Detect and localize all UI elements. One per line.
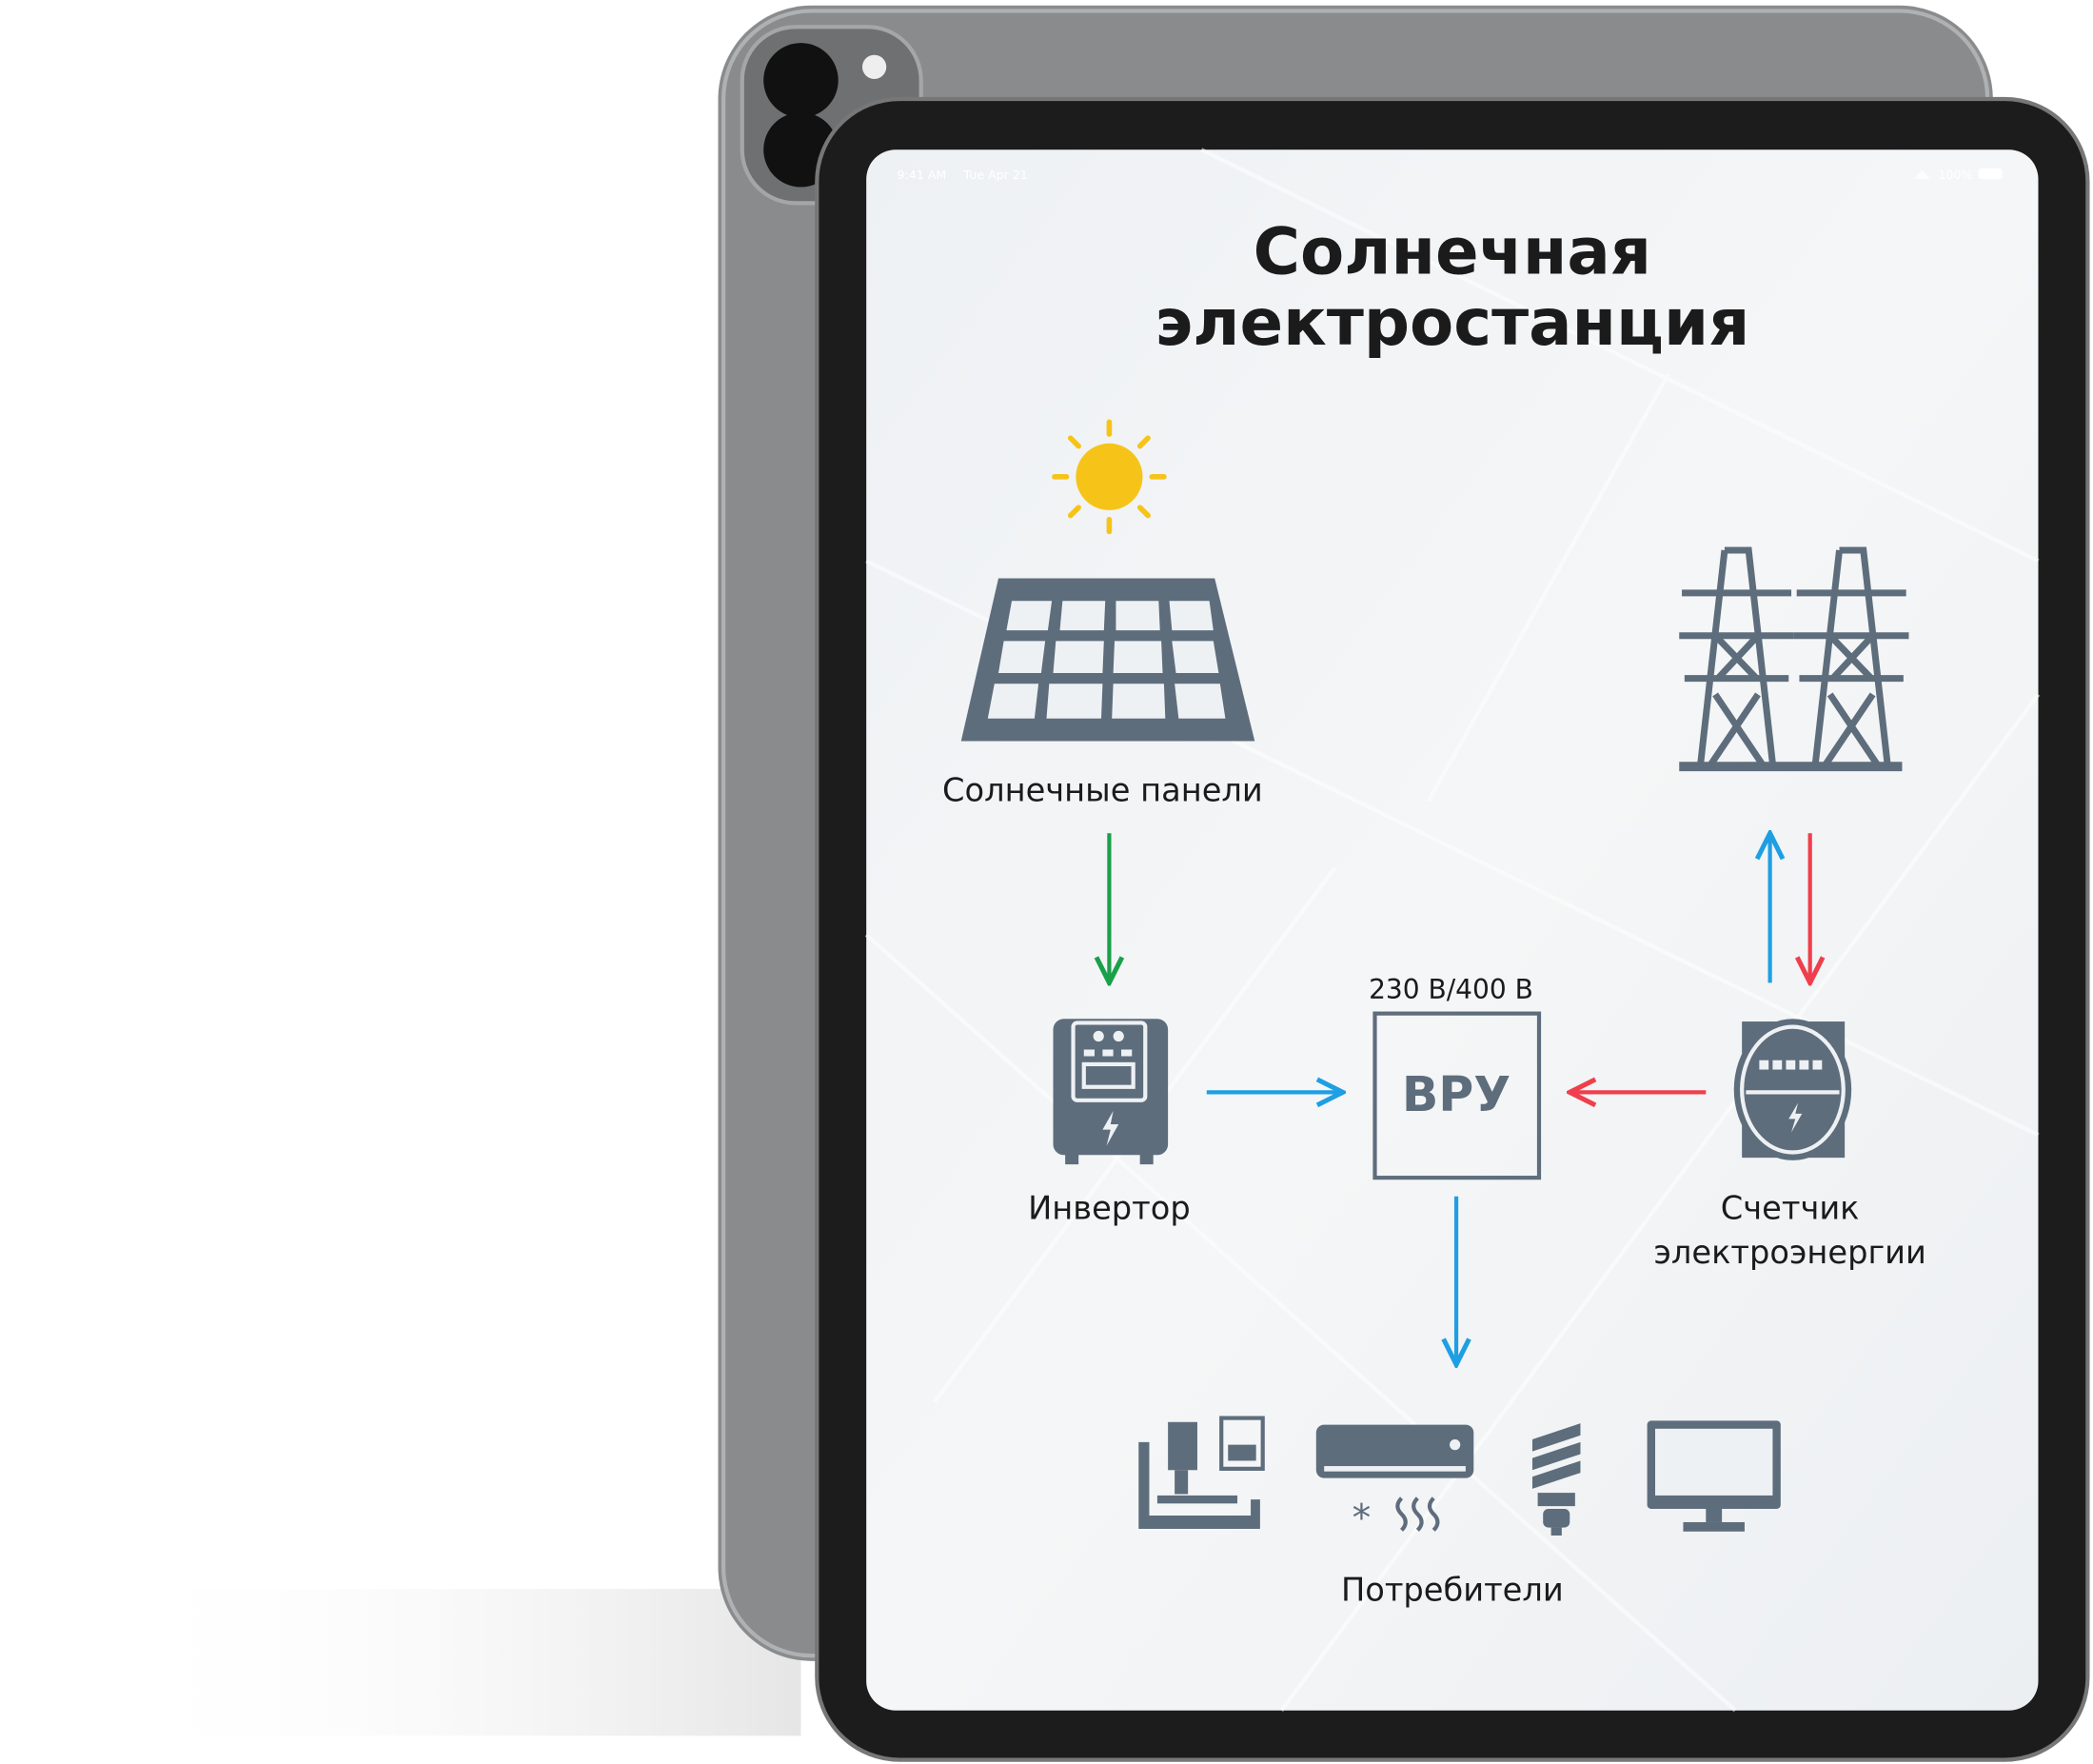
svg-text:*: * bbox=[1353, 1496, 1372, 1539]
drop-shadow bbox=[107, 1589, 801, 1736]
voltage-label: 230 В/400 В bbox=[1369, 974, 1533, 1005]
title-line-2: электростанция bbox=[1155, 286, 1749, 360]
screen bbox=[866, 149, 2039, 1711]
battery-icon bbox=[1978, 168, 2003, 180]
monitor-icon bbox=[1647, 1420, 1781, 1532]
power-tower-icon bbox=[1679, 550, 1908, 772]
meter-label-line-1: Счетчик bbox=[1721, 1190, 1860, 1227]
switchboard-label: ВРУ bbox=[1402, 1066, 1511, 1122]
switchboard-box bbox=[1372, 1011, 1542, 1180]
title-line-1: Солнечная bbox=[1254, 215, 1651, 289]
meter-label-line-2: электроэнергии bbox=[1653, 1234, 1925, 1271]
status-battery: 100% bbox=[1938, 168, 1972, 182]
electric-meter-icon bbox=[1733, 1019, 1852, 1160]
solar-panels-label: Солнечные панели bbox=[942, 772, 1263, 809]
sun-icon bbox=[1052, 419, 1167, 535]
status-date: Tue Apr 21 bbox=[963, 168, 1028, 182]
cnc-machine-icon bbox=[1138, 1416, 1265, 1529]
solar-panel-icon bbox=[960, 578, 1255, 742]
inverter-label: Инвертор bbox=[1028, 1190, 1191, 1227]
inverter-icon bbox=[1053, 1019, 1169, 1165]
consumers-label: Потребители bbox=[1341, 1572, 1564, 1609]
wifi-icon bbox=[1914, 169, 1930, 180]
air-conditioner-icon: * bbox=[1315, 1424, 1474, 1539]
status-time: 9:41 AM bbox=[897, 168, 946, 182]
lightbulb-icon bbox=[1531, 1423, 1581, 1536]
